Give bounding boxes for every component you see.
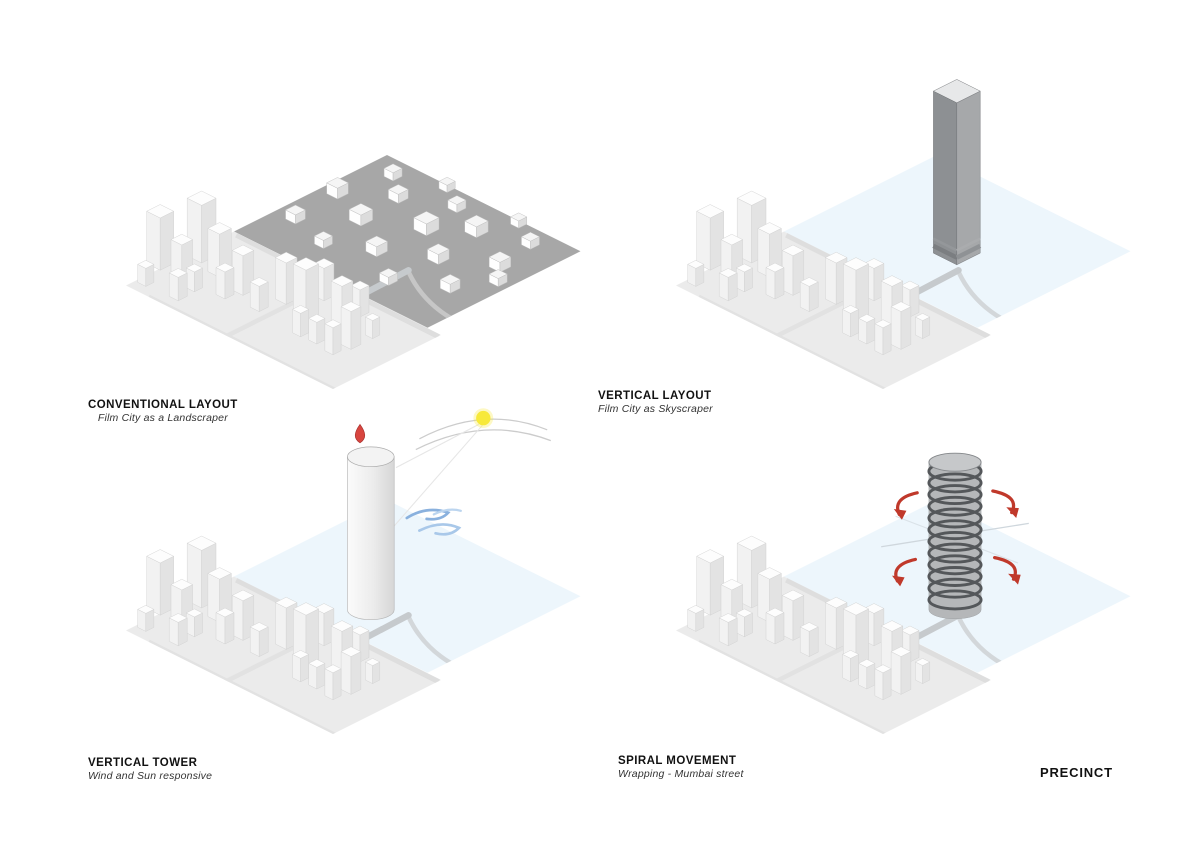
spiral-tower — [927, 452, 983, 620]
studio-boxes — [285, 163, 540, 294]
diagram-vertical-tower — [126, 408, 581, 734]
diagram-title: VERTICAL LAYOUT — [598, 390, 712, 402]
panel-spiral-movement — [595, 383, 1135, 743]
cylinder-tower — [347, 446, 395, 620]
diagram-subtitle: Film City as Skyscraper — [598, 403, 713, 415]
city-plane — [676, 576, 991, 734]
diagram-subtitle: Wind and Sun responsive — [88, 770, 213, 782]
diagram-title: VERTICAL TOWER — [88, 757, 198, 769]
label-vertical-layout: VERTICAL LAYOUT Film City as Skyscraper — [598, 390, 713, 415]
diagram-conventional-layout — [126, 155, 581, 389]
city-cluster — [687, 190, 931, 356]
city-cluster — [137, 190, 381, 356]
site-road — [956, 616, 1044, 673]
diagram-vertical-layout — [676, 79, 1131, 389]
label-vertical-tower: VERTICAL TOWER Wind and Sun responsive — [88, 757, 212, 782]
diagram-title: CONVENTIONAL LAYOUT — [88, 399, 238, 411]
diagram-subtitle: Film City as a Landscraper — [97, 412, 228, 424]
city-plane — [676, 231, 991, 389]
city-cluster — [687, 535, 931, 701]
site-road — [956, 271, 1044, 328]
sheet-title: PRECINCT — [1040, 765, 1113, 780]
skyscraper-tower — [932, 79, 982, 266]
panel-vertical-tower — [45, 383, 585, 743]
site-plane — [234, 500, 581, 673]
label-spiral-movement: SPIRAL MOVEMENT Wrapping - Mumbai street — [618, 755, 744, 780]
diagram-title: SPIRAL MOVEMENT — [618, 755, 737, 767]
panel-conventional-layout — [45, 38, 585, 398]
diagram-subtitle: Wrapping - Mumbai street — [618, 768, 744, 780]
diagram-spiral-movement — [676, 452, 1131, 734]
site-road — [406, 271, 494, 328]
city-plane — [126, 576, 441, 734]
panel-vertical-layout — [595, 38, 1135, 398]
rotation-arrows-icon — [892, 489, 1021, 587]
label-conventional-layout: CONVENTIONAL LAYOUT Film City as a Lands… — [88, 399, 238, 424]
city-cluster — [137, 535, 381, 701]
site-road — [406, 616, 494, 673]
wind-swirl-icon — [405, 508, 462, 536]
city-plane — [126, 231, 441, 389]
wind-drop-icon — [354, 423, 366, 444]
